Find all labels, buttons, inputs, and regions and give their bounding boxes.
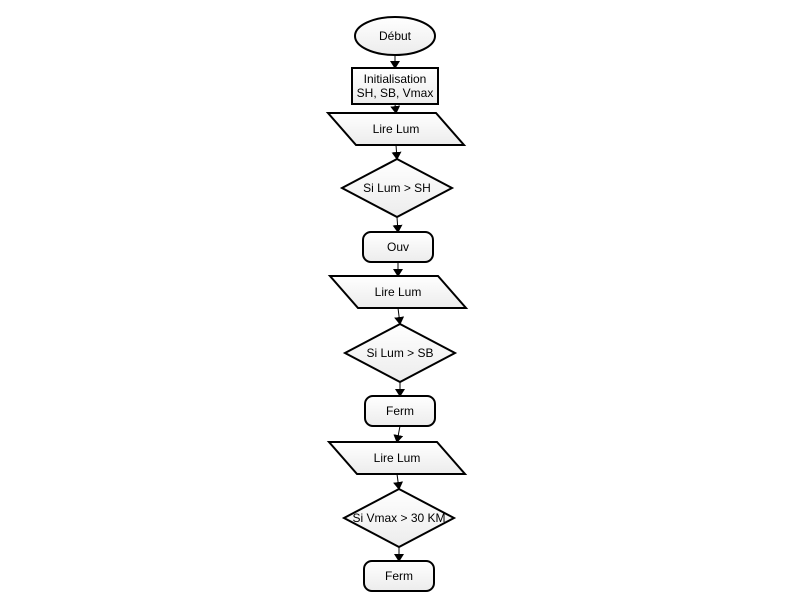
parallelogram-shape bbox=[326, 441, 468, 475]
node-lire2: Lire Lum bbox=[327, 275, 469, 309]
arrow-lire1-to-si1 bbox=[391, 144, 402, 160]
diamond-shape bbox=[341, 487, 457, 549]
rounded-rectangle-shape bbox=[364, 395, 436, 427]
arrow-init-to-lire1 bbox=[390, 103, 401, 114]
node-label: Ferm bbox=[386, 404, 414, 418]
node-label: Si Lum > SB bbox=[366, 346, 433, 360]
arrow-si1-to-ouv bbox=[392, 216, 403, 233]
node-si2: Si Lum > SB bbox=[342, 322, 458, 384]
node-label: Si Vmax > 30 KM bbox=[352, 511, 445, 525]
rounded-rectangle-shape bbox=[362, 231, 434, 263]
node-si3: Si Vmax > 30 KM bbox=[341, 487, 457, 549]
rounded-rectangle-shape bbox=[363, 560, 435, 592]
node-label: Initialisation bbox=[364, 72, 427, 86]
node-si1: Si Lum > SH bbox=[339, 157, 455, 219]
node-ouv: Ouv bbox=[362, 231, 434, 263]
node-label: Lire Lum bbox=[375, 285, 422, 299]
node-label: SH, SB, Vmax bbox=[357, 86, 434, 100]
edges-layer bbox=[390, 55, 405, 562]
node-debut: Début bbox=[354, 16, 436, 56]
node-label: Si Lum > SH bbox=[363, 181, 431, 195]
rectangle-shape bbox=[351, 67, 439, 105]
parallelogram-shape bbox=[325, 112, 467, 146]
node-label: Lire Lum bbox=[373, 122, 420, 136]
diamond-shape bbox=[342, 322, 458, 384]
node-ferm1: Ferm bbox=[364, 395, 436, 427]
arrow-ferm1-to-lire3 bbox=[393, 425, 404, 443]
node-lire1: Lire Lum bbox=[325, 112, 467, 146]
arrow-lire3-to-si3 bbox=[393, 473, 404, 490]
node-ferm2: Ferm bbox=[363, 560, 435, 592]
node-label: Début bbox=[379, 29, 412, 43]
node-label: Lire Lum bbox=[374, 451, 421, 465]
diamond-shape bbox=[339, 157, 455, 219]
arrow-lire2-to-si2 bbox=[394, 307, 405, 325]
node-label: Ferm bbox=[385, 569, 413, 583]
parallelogram-shape bbox=[327, 275, 469, 309]
node-lire3: Lire Lum bbox=[326, 441, 468, 475]
ellipse-shape bbox=[354, 16, 436, 56]
node-label: Ouv bbox=[387, 240, 409, 254]
